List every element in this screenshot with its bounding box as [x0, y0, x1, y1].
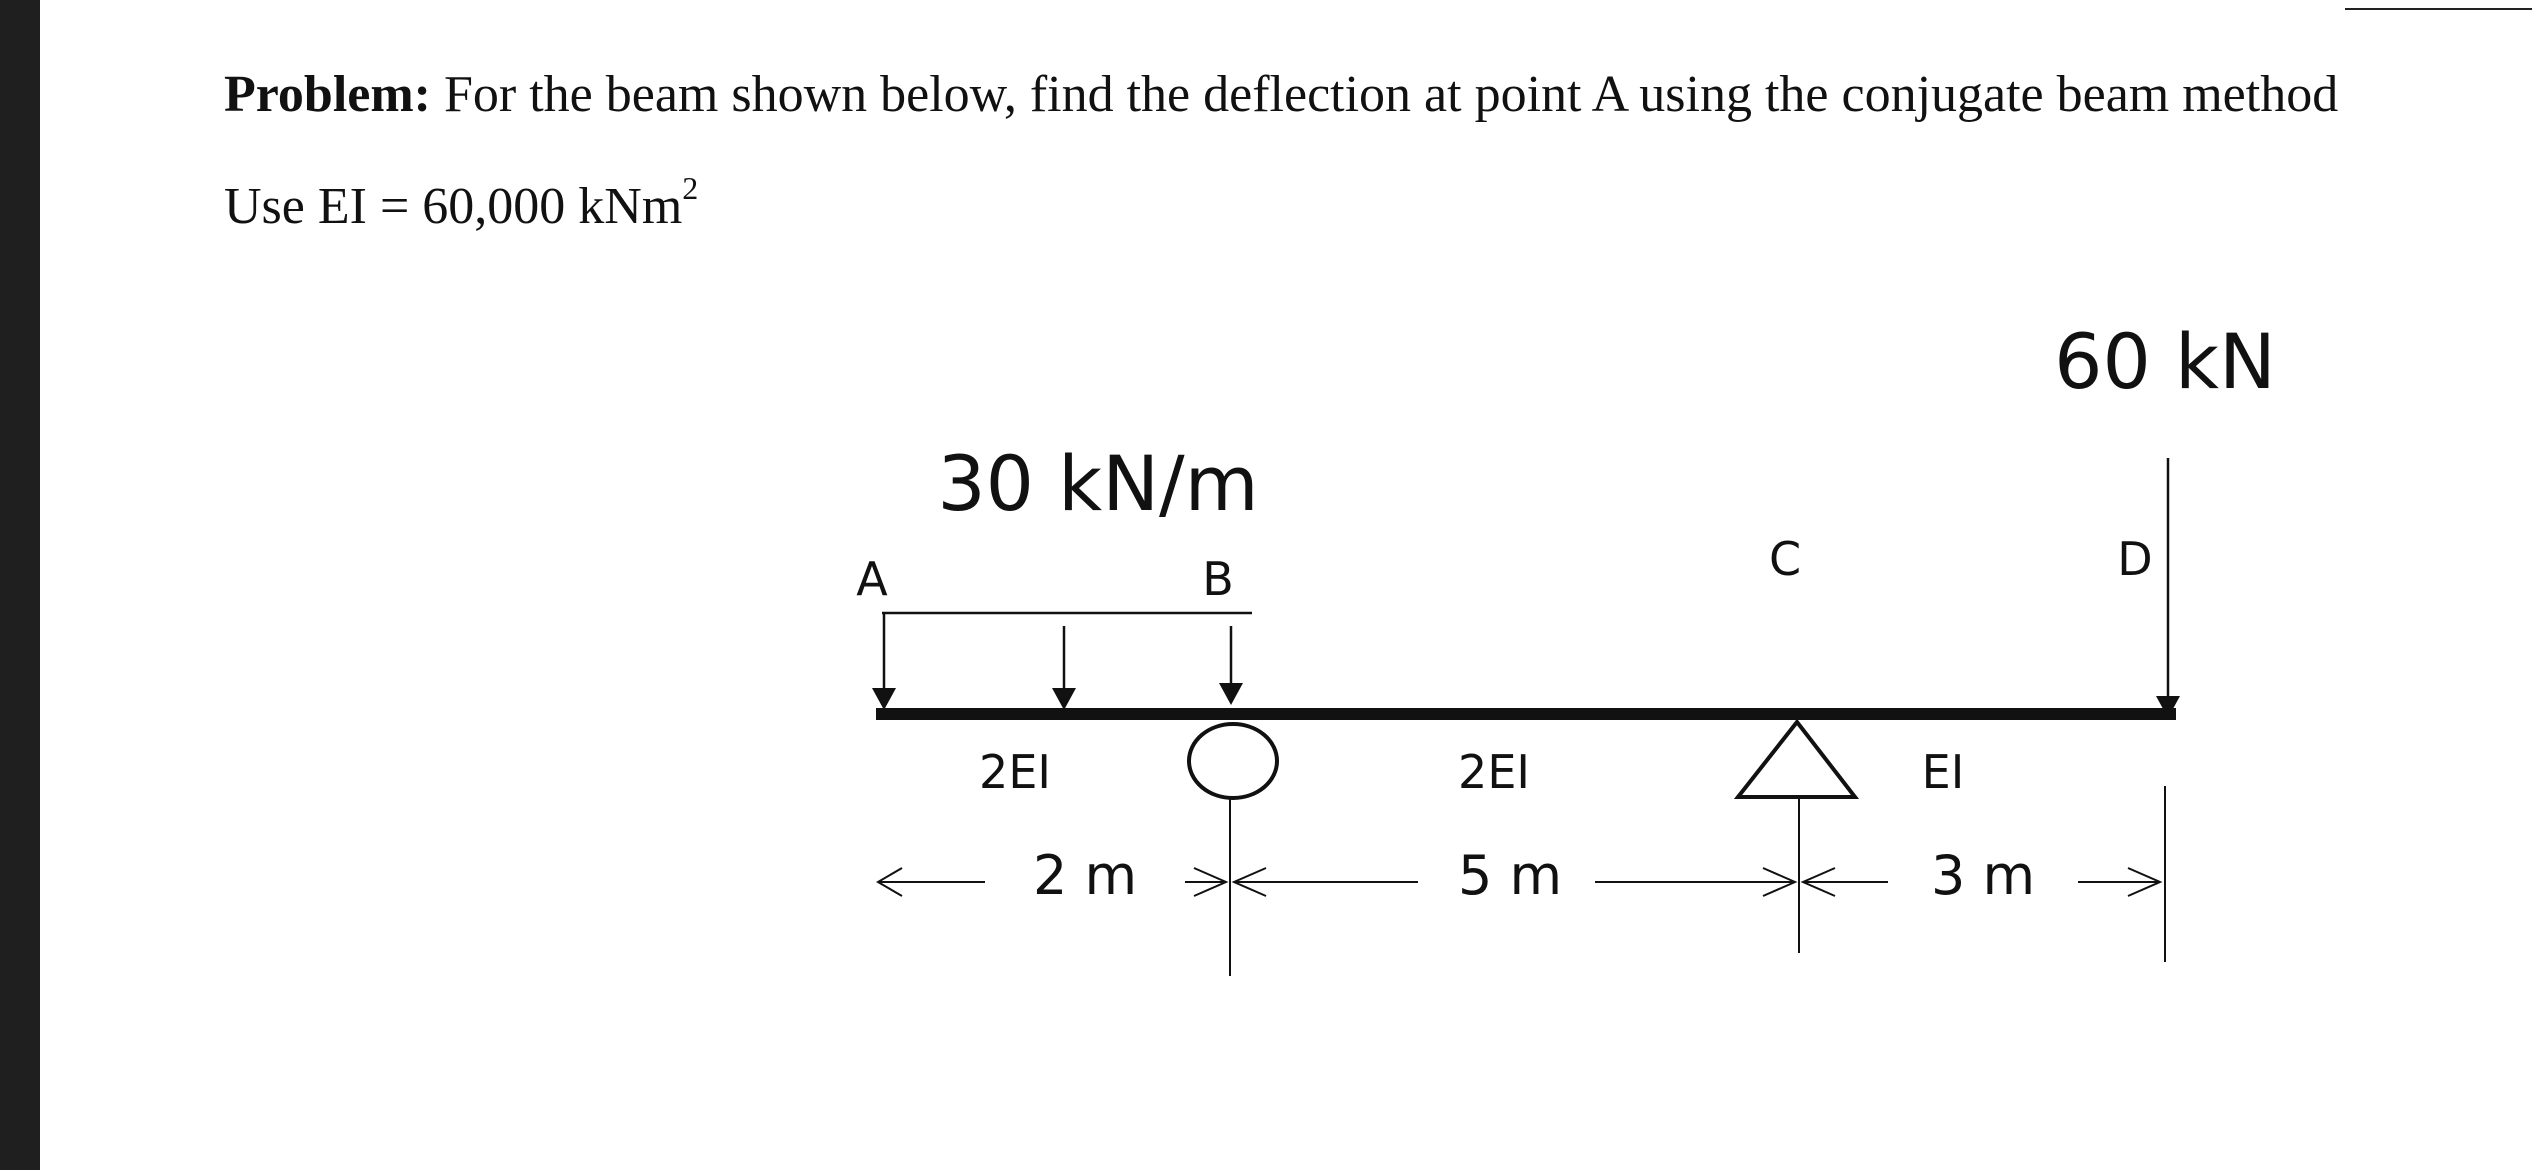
- ei-text: Use EI = 60,000 kNm: [224, 178, 683, 235]
- distributed-load-label: 30 kN/m: [937, 439, 1258, 528]
- distributed-load-arrow-2: [1052, 626, 1076, 710]
- point-d-label: D: [2117, 532, 2152, 586]
- ei-exponent: 2: [682, 170, 699, 206]
- hinge-support-b: [1187, 722, 1279, 800]
- dimension-cd-label: 3 m: [1931, 844, 2035, 907]
- ei-given: Use EI = 60,000 kNm2: [224, 172, 698, 242]
- stiffness-cd: EI: [1922, 745, 1965, 799]
- left-dark-border: [0, 0, 40, 1170]
- point-b-label: B: [1202, 552, 1234, 606]
- dimension-ab-label: 2 m: [1033, 844, 1137, 907]
- distributed-load-arrow-3: [1219, 626, 1243, 705]
- point-c-label: C: [1769, 532, 1801, 586]
- problem-label: Problem:: [224, 66, 431, 123]
- pin-support-c: [1733, 718, 1860, 799]
- point-load-label: 60 kN: [2054, 317, 2276, 406]
- problem-statement: Problem: For the beam shown below, find …: [224, 60, 2338, 130]
- stiffness-ab: 2EI: [979, 745, 1051, 799]
- dimension-bc: 5 m: [1231, 844, 1798, 907]
- distributed-load-arrow-1: [872, 613, 896, 710]
- dimension-bc-label: 5 m: [1458, 844, 1562, 907]
- top-clipped-text: [2345, 0, 2532, 12]
- point-a-label: A: [856, 552, 888, 606]
- point-load-arrow: [2156, 458, 2180, 718]
- problem-text: For the beam shown below, find the defle…: [430, 66, 2339, 123]
- beam: [876, 708, 2176, 720]
- stiffness-bc: 2EI: [1458, 745, 1530, 799]
- dimension-cd: 3 m: [1800, 844, 2163, 907]
- dimension-ab: 2 m: [876, 844, 1229, 907]
